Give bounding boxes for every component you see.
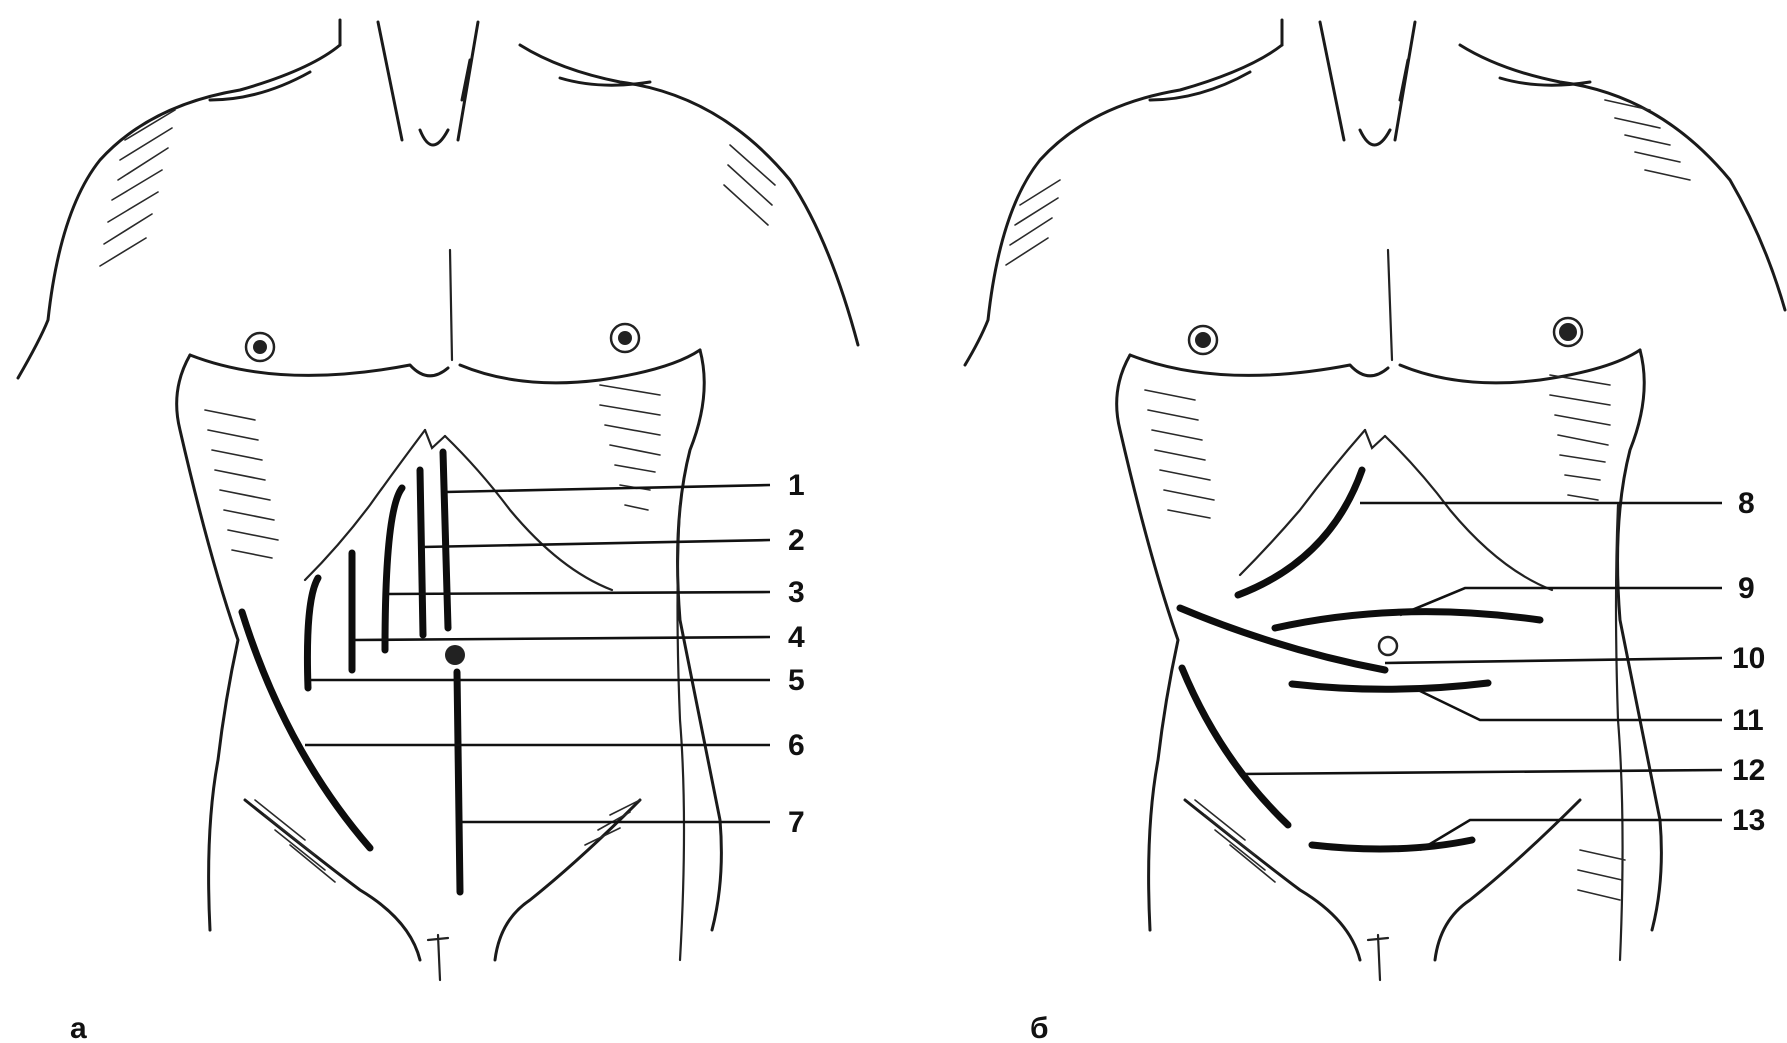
- incision-3: [385, 488, 402, 650]
- incision-2: [420, 470, 423, 635]
- callout-7: 7: [788, 806, 805, 839]
- nipple-right-a: [611, 324, 639, 352]
- callout-8: 8: [1738, 487, 1755, 520]
- panel-a: 1 2 3 4 5 6 7 а: [18, 20, 858, 1043]
- umbilicus-a: [445, 645, 465, 665]
- callouts-a: 1 2 3 4 5 6 7: [788, 469, 805, 839]
- incision-11: [1292, 683, 1488, 689]
- panel-b: 8 9 10 11 12 13 б: [965, 20, 1785, 1043]
- incision-8: [1238, 470, 1362, 595]
- callout-10: 10: [1732, 642, 1765, 675]
- callout-9: 9: [1738, 572, 1755, 605]
- callout-2: 2: [788, 524, 805, 557]
- nipple-left-a: [246, 333, 274, 361]
- shading-a: [100, 110, 775, 882]
- incisions-a: [242, 452, 460, 892]
- callout-12: 12: [1732, 754, 1765, 787]
- callout-13: 13: [1732, 804, 1765, 837]
- callout-3: 3: [788, 576, 805, 609]
- callout-4: 4: [788, 621, 805, 654]
- callouts-b: 8 9 10 11 12 13: [1732, 487, 1765, 837]
- incision-13: [1312, 840, 1472, 849]
- incisions-b: [1180, 470, 1540, 849]
- nipple-right-b: [1554, 318, 1582, 346]
- incision-7: [457, 672, 460, 892]
- incision-9: [1275, 612, 1540, 628]
- incision-5: [307, 578, 318, 688]
- callout-11: 11: [1732, 704, 1764, 737]
- callout-1: 1: [788, 469, 805, 502]
- torso-outline-b: [965, 20, 1785, 980]
- panel-label-b: б: [1030, 1012, 1049, 1043]
- umbilicus-b: [1379, 637, 1397, 655]
- incision-1: [443, 452, 448, 628]
- callout-6: 6: [788, 729, 805, 762]
- callout-5: 5: [788, 664, 805, 697]
- panel-label-a: а: [70, 1012, 87, 1043]
- nipple-left-b: [1189, 326, 1217, 354]
- leaders-b: [1240, 503, 1722, 850]
- leaders-a: [305, 485, 770, 822]
